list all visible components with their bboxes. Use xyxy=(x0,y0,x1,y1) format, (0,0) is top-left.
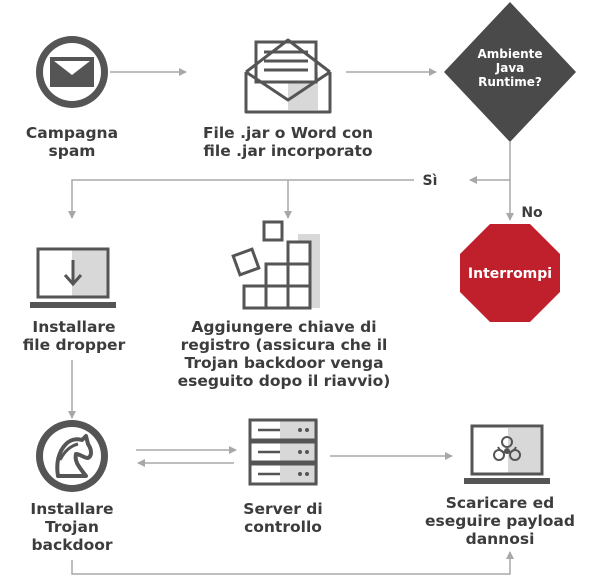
biohazard-icon xyxy=(493,436,521,461)
payload-label-line: dannosi xyxy=(465,530,535,548)
arrow-to-dropper xyxy=(68,179,414,219)
trojan-label-line: backdoor xyxy=(31,536,113,554)
registry-label-line: Trojan backdoor venga xyxy=(184,354,384,372)
arrow-trojan-to-payload xyxy=(71,551,514,575)
decision-label-line: Ambiente xyxy=(477,47,543,61)
server-rack-icon xyxy=(248,418,318,486)
server-label: Server di controllo xyxy=(226,500,340,536)
payload-label-line: eseguire payload xyxy=(425,512,575,530)
server-label-line: controllo xyxy=(244,518,322,536)
file-label-line: File .jar o Word con xyxy=(202,124,374,142)
dropper-label-line: file dropper xyxy=(22,336,126,354)
laptop-biohazard-icon xyxy=(464,424,550,484)
registry-label: Aggiungere chiave di registro (assicura … xyxy=(150,318,418,390)
yes-label: Sì xyxy=(422,173,438,189)
campaign-label: Campagna spam xyxy=(4,124,140,160)
no-label: No xyxy=(521,205,543,221)
decision-diamond xyxy=(444,2,576,142)
connectors xyxy=(68,68,514,575)
registry-label-line: registro (assicura che il xyxy=(180,336,388,354)
campaign-label-line: spam xyxy=(48,142,96,160)
file-label: File .jar o Word con file .jar incorpora… xyxy=(178,124,398,160)
registry-blocks-icon xyxy=(231,220,320,310)
decision-label-line: Java xyxy=(495,61,525,75)
server-label-line: Server di xyxy=(243,500,323,518)
file-label-line: file .jar incorporato xyxy=(203,142,373,160)
stop-octagon xyxy=(460,224,560,322)
dropper-label: Installare file dropper xyxy=(6,318,142,354)
trojan-label: Installare Trojan backdoor xyxy=(6,500,138,554)
decision-label-line: Runtime? xyxy=(478,75,542,89)
laptop-download-icon xyxy=(30,247,116,308)
registry-label-line: Aggiungere chiave di xyxy=(191,318,377,336)
campaign-label-line: Campagna xyxy=(25,124,119,142)
payload-label-line: Scaricare ed xyxy=(445,494,555,512)
decision-label: Ambiente Java Runtime? xyxy=(460,47,560,89)
envelope-circle-icon xyxy=(36,36,108,108)
trojan-label-line: Installare xyxy=(30,500,114,518)
stop-label: Interrompi xyxy=(467,266,553,282)
registry-label-line: eseguito dopo il riavvio) xyxy=(177,372,391,390)
trojan-horse-icon xyxy=(36,420,108,492)
dropper-label-line: Installare xyxy=(32,318,116,336)
payload-label: Scaricare ed eseguire payload dannosi xyxy=(410,494,590,548)
open-envelope-document-icon xyxy=(244,38,332,114)
trojan-label-line: Trojan xyxy=(45,518,99,536)
